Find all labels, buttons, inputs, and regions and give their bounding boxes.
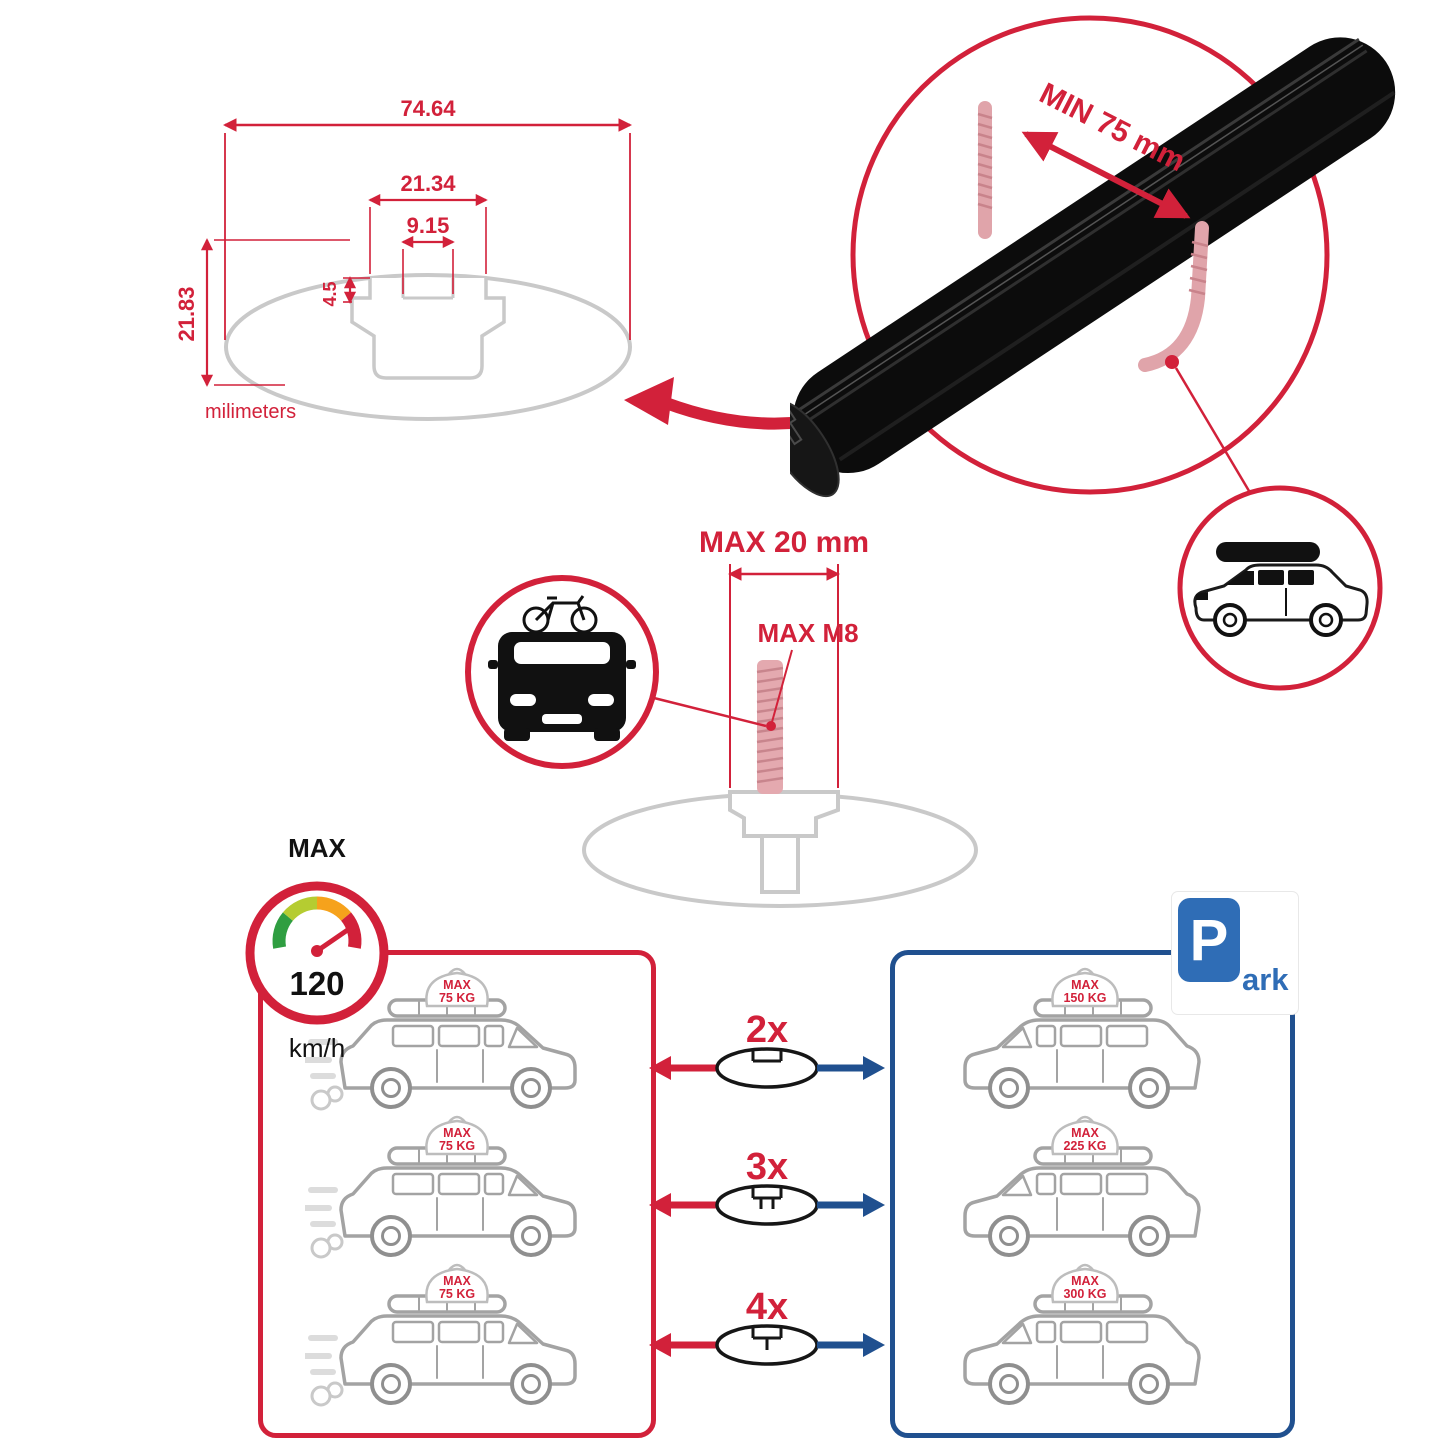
parked-car-1: MAX 150 KG: [935, 967, 1235, 1122]
speed-value: 120: [289, 965, 344, 1002]
count-row-2x: 2x: [649, 1009, 885, 1089]
load-badge: MAX 300 KG: [1051, 1263, 1119, 1304]
dim-channel-width-label: 21.34: [400, 171, 456, 196]
crossbar-count-column: 2x 3x 4x: [649, 1009, 885, 1366]
load-badge: MAX 150 KG: [1051, 967, 1119, 1008]
badge-load: 75 KG: [439, 991, 475, 1005]
t-slot-channel: [350, 278, 506, 380]
bar-end-cap: [790, 399, 840, 498]
suv-with-roof-box: [1193, 542, 1369, 637]
min-clamp-label: MIN 75 mm: [1034, 77, 1190, 178]
profile-slot: [751, 1050, 783, 1063]
badge-load: 150 KG: [1063, 991, 1106, 1005]
gauge-arcs: [272, 896, 362, 949]
badge-load: 300 KG: [1063, 1287, 1106, 1301]
badge-max: MAX: [1071, 1274, 1099, 1288]
bolt-detail-view: MAX 20 mm MAX M8: [465, 526, 978, 908]
crossbar-cross-section-drawing: 74.64 21.34 9.15 4.5 21.83 milimeter: [174, 96, 633, 423]
load-badge: MAX 75 KG: [425, 967, 489, 1008]
max-thread-leader: [771, 649, 793, 723]
thread-dot: [766, 721, 776, 731]
red-arrow-head: [649, 1333, 671, 1357]
profile-slot: [751, 1187, 783, 1209]
blue-arrow-head: [863, 1333, 885, 1357]
count-label: 4x: [746, 1286, 788, 1328]
parked-car-3: MAX 300 KG: [935, 1263, 1235, 1418]
blue-arrow-head: [863, 1193, 885, 1217]
clamp-hook-left: [977, 101, 993, 239]
roof-box: [1216, 542, 1320, 562]
count-row-4x: 4x: [649, 1286, 885, 1366]
gauge-hub: [311, 945, 323, 957]
count-label: 3x: [746, 1146, 788, 1188]
load-badge: MAX 75 KG: [425, 1115, 489, 1156]
dim-lip-depth-label: 4.5: [320, 281, 340, 306]
clamp-hook-right: [1138, 221, 1209, 372]
dim-slot-width-label: 9.15: [407, 213, 450, 238]
max-thread-label: MAX M8: [757, 618, 858, 648]
gauge-needle: [314, 926, 352, 954]
badge-max: MAX: [443, 1126, 471, 1140]
min-clamp-arrow: [1021, 131, 1191, 219]
blue-arrow-head: [863, 1056, 885, 1080]
dim-height-label: 21.83: [174, 286, 199, 341]
max-width-label: MAX 20 mm: [699, 526, 869, 559]
speed-limit-gauge: MAX 120 km/h: [245, 833, 389, 1063]
dimension-channel-width: [368, 193, 488, 274]
badge-load: 75 KG: [439, 1287, 475, 1301]
dim-total-width-label: 74.64: [400, 96, 456, 121]
parked-car-2: MAX 225 KG: [935, 1115, 1235, 1270]
suv-outline: [965, 1296, 1199, 1403]
circle-leader-line: [653, 696, 767, 728]
load-badge: MAX 75 KG: [425, 1263, 489, 1304]
driving-car-1: MAX 75 KG: [305, 967, 605, 1122]
profile-slot: [751, 1327, 783, 1350]
badge-max: MAX: [443, 978, 471, 992]
car-front-with-bike: [488, 595, 636, 741]
suv-outline: [341, 1296, 575, 1403]
end-cap-slot: [790, 408, 803, 446]
dimension-lip-depth: [343, 276, 370, 304]
motion-lines: [305, 1190, 342, 1257]
motion-lines: [305, 1338, 342, 1405]
crossbar-profile-icon: [715, 1047, 819, 1089]
speed-max-label: MAX: [288, 833, 346, 863]
badge-max: MAX: [1071, 1126, 1099, 1140]
crossbar-bar: [790, 37, 1396, 498]
count-row-3x: 3x: [649, 1146, 885, 1226]
callout-dot: [1165, 355, 1179, 369]
suv-outline: [965, 1148, 1199, 1255]
dimension-height: [200, 238, 350, 387]
badge-max: MAX: [1071, 978, 1099, 992]
dimension-slot-width: [401, 235, 455, 294]
zoom-circle: [850, 15, 1330, 495]
badge-load: 225 KG: [1063, 1139, 1106, 1153]
t-bolt-plate: [728, 790, 840, 838]
unit-label: milimeters: [205, 401, 296, 423]
park-ark-text: ark: [1242, 962, 1289, 997]
callout-line-to-suv: [1174, 367, 1254, 497]
suv-outline: [965, 1000, 1199, 1107]
arrow-head: [624, 377, 674, 425]
red-arrow-head: [649, 1056, 671, 1080]
crossbar-profile-icon: [715, 1184, 819, 1226]
park-p-square: P: [1178, 898, 1240, 982]
suv-outline: [341, 1148, 575, 1255]
bolt-stem: [760, 834, 800, 894]
count-label: 2x: [746, 1009, 788, 1051]
speed-unit: km/h: [289, 1033, 345, 1063]
park-sign: P ark: [1172, 892, 1298, 1014]
driving-car-3: MAX 75 KG: [305, 1263, 605, 1418]
dimension-max-width: [727, 564, 841, 788]
red-arrow-head: [649, 1193, 671, 1217]
badge-load: 75 KG: [439, 1139, 475, 1153]
load-badge: MAX 225 KG: [1051, 1115, 1119, 1156]
driving-car-2: MAX 75 KG: [305, 1115, 605, 1270]
crossbar-3d-view: MIN 75 mm: [790, 15, 1396, 691]
badge-max: MAX: [443, 1274, 471, 1288]
dimension-total-width: [222, 118, 633, 340]
